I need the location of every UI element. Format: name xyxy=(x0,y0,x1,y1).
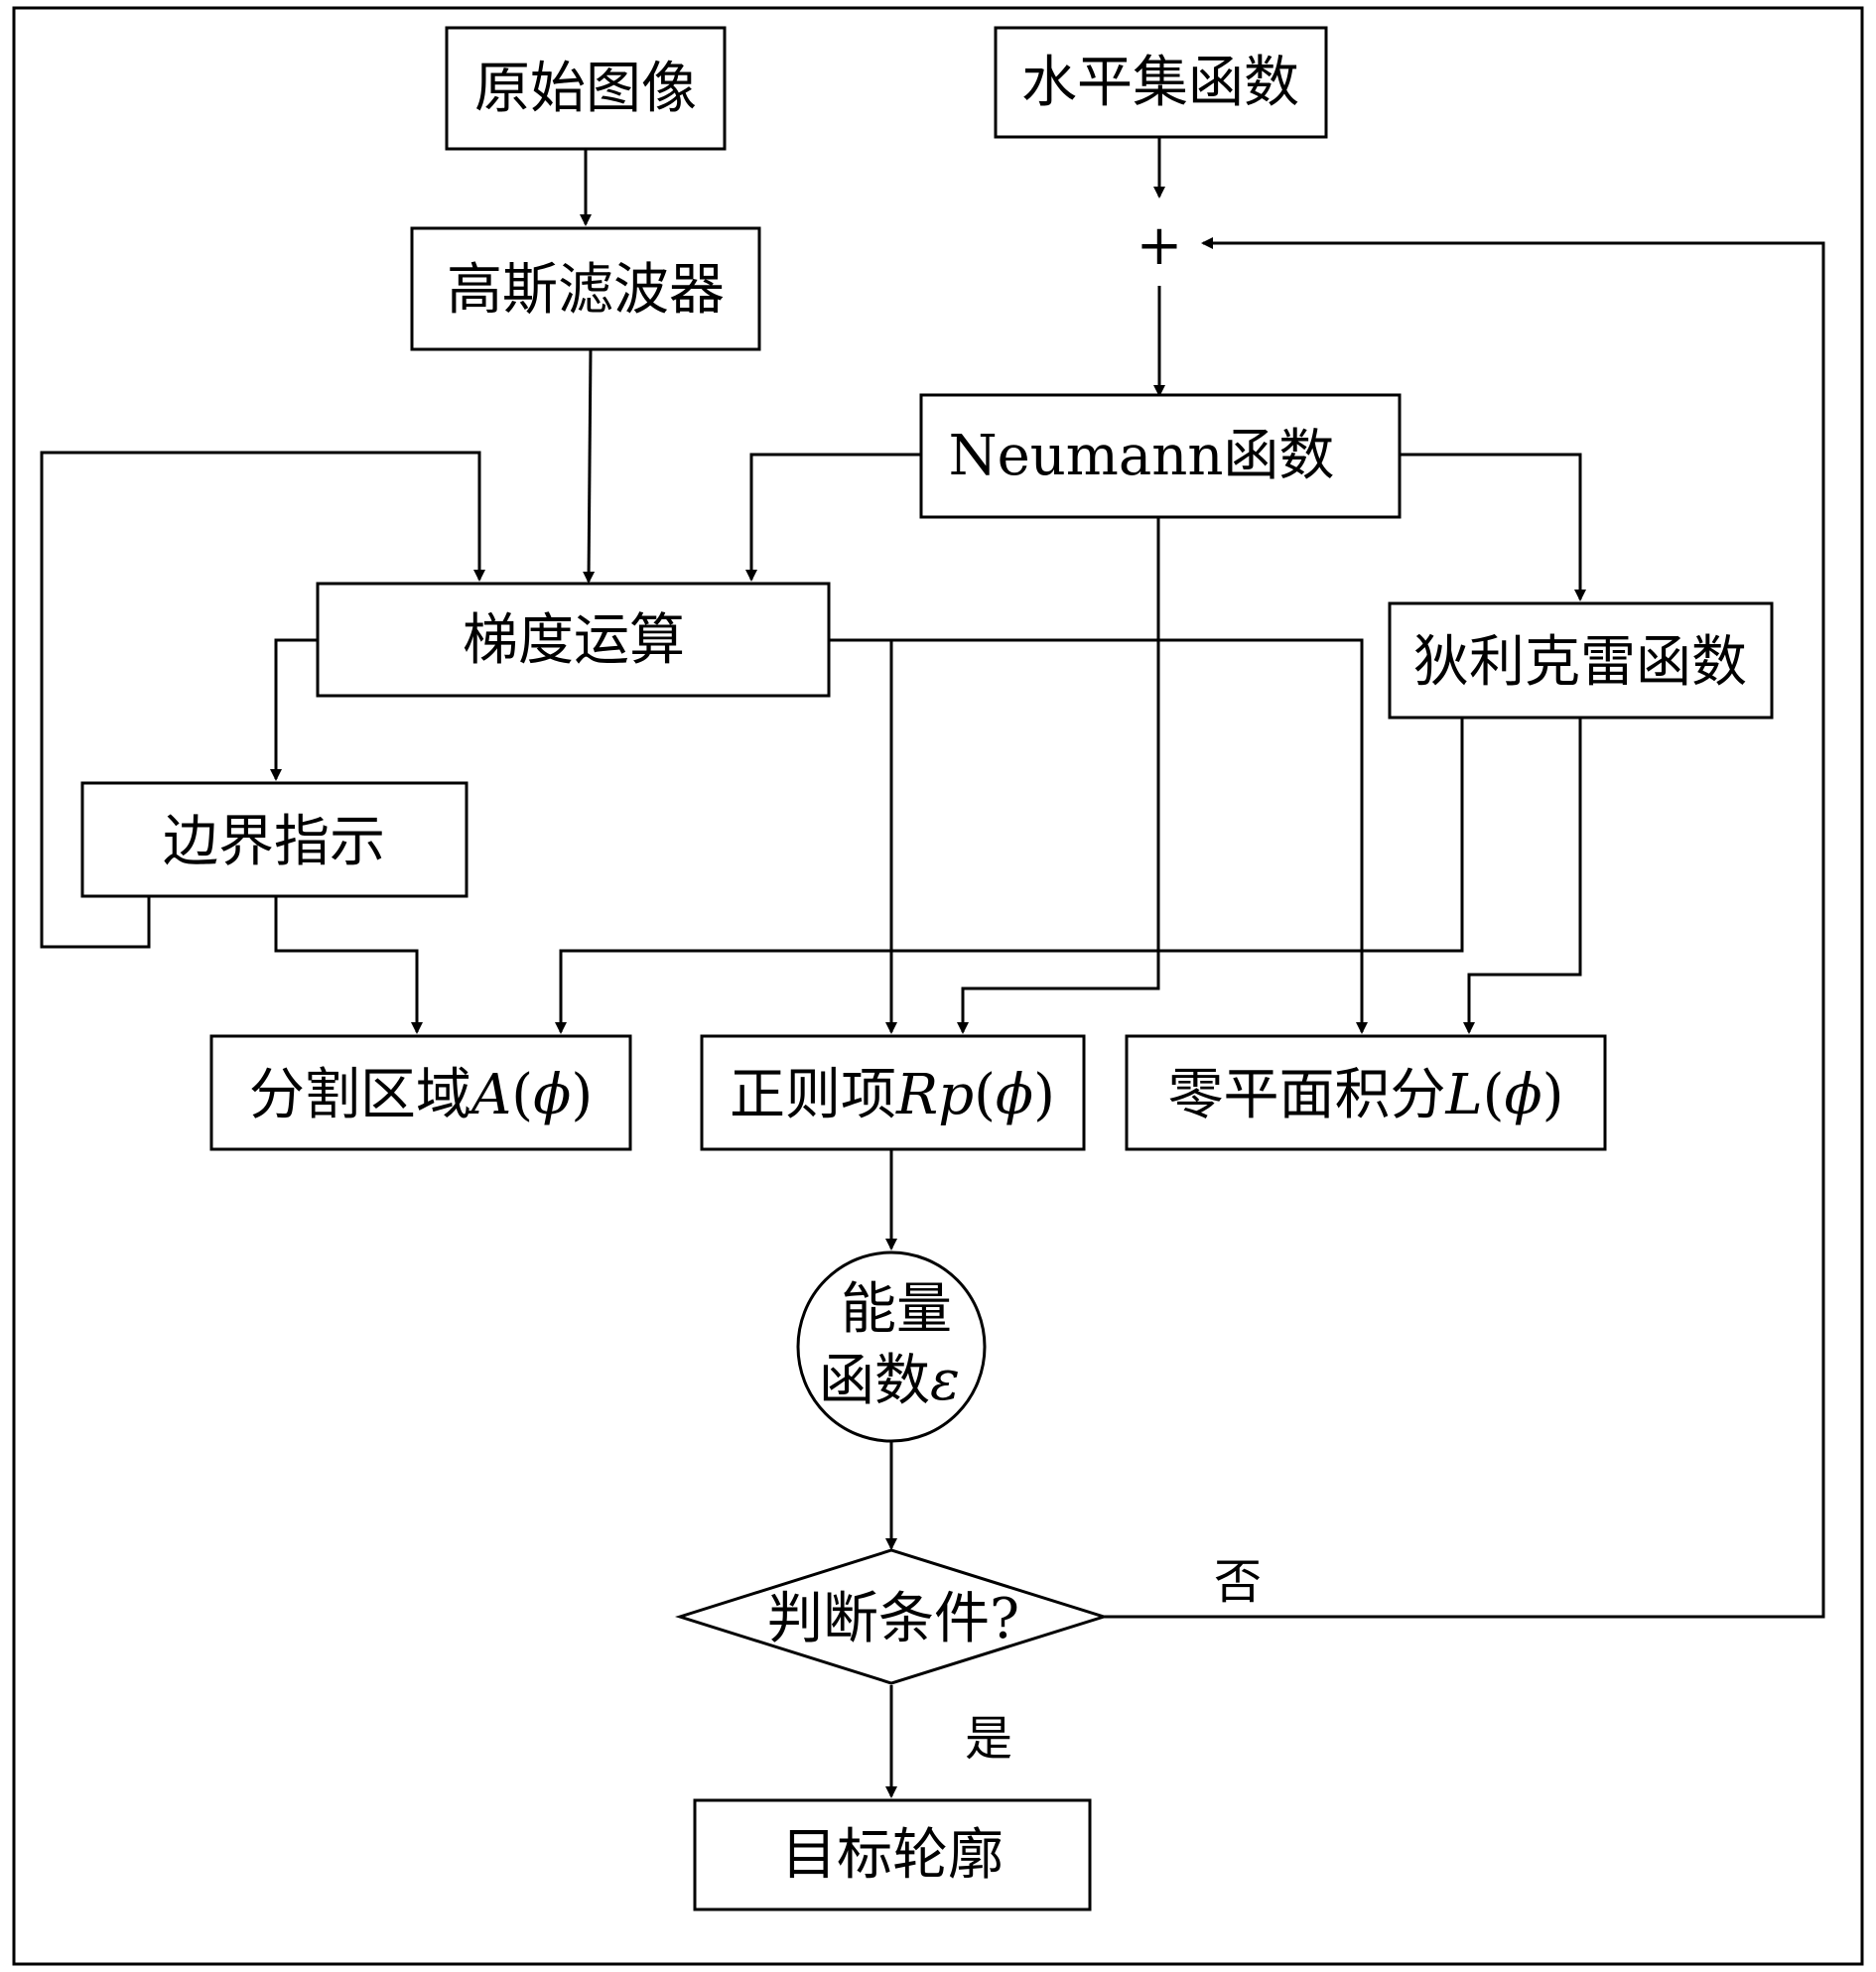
edge-gaussian-to-gradient xyxy=(583,348,596,584)
node-target-label: 目标轮廓 xyxy=(781,1823,1004,1888)
edge-edgeindicator-to-gradient xyxy=(40,451,485,949)
node-regular: 正则项Rp(ϕ) xyxy=(700,1034,1086,1151)
edge-gradient-to-zerolevel xyxy=(891,638,1368,1034)
node-neumann-label: Neumann函数 xyxy=(949,424,1335,488)
node-edge-indicator: 边界指示 xyxy=(80,781,469,898)
edge-label-no: 否 xyxy=(1214,1554,1262,1610)
node-target: 目标轮廓 xyxy=(693,1798,1092,1911)
edge-dirichlet-to-zerolevel xyxy=(1463,718,1582,1034)
node-regular-label: 正则项Rp(ϕ) xyxy=(730,1063,1055,1127)
edges xyxy=(40,137,1825,1798)
node-energy-line1: 能量 xyxy=(841,1277,952,1342)
node-zero-level-label: 零平面积分L(ϕ) xyxy=(1167,1063,1563,1127)
edge-neumann-to-dirichlet xyxy=(1400,453,1586,601)
edge-neumann-to-gradient xyxy=(745,453,921,582)
node-region-label: 分割区域A(ϕ) xyxy=(249,1063,593,1127)
node-energy-line2: 函数ε xyxy=(819,1349,960,1413)
node-plus: + xyxy=(1137,213,1183,278)
node-judge-label: 判断条件? xyxy=(767,1587,1019,1651)
node-plus-label: + xyxy=(1137,213,1183,278)
node-original-image: 原始图像 xyxy=(445,26,727,151)
node-gaussian-label: 高斯滤波器 xyxy=(447,258,725,323)
node-dirichlet-label: 狄利克雷函数 xyxy=(1413,630,1747,695)
node-gradient: 梯度运算 xyxy=(316,582,831,698)
edge-dirichlet-to-region xyxy=(555,718,1464,1034)
node-original-image-label: 原始图像 xyxy=(474,57,697,121)
edge-judge-to-plus xyxy=(1104,237,1825,1619)
node-gaussian: 高斯滤波器 xyxy=(410,226,761,351)
node-region: 分割区域A(ϕ) xyxy=(209,1034,632,1151)
node-dirichlet: 狄利克雷函数 xyxy=(1388,601,1774,720)
node-energy: 能量 函数ε xyxy=(796,1250,987,1443)
edge-neumann-to-regular xyxy=(957,517,1160,1034)
node-gradient-label: 梯度运算 xyxy=(463,608,685,673)
edge-edgeindicator-to-region xyxy=(274,896,423,1034)
node-edge-indicator-label: 边界指示 xyxy=(163,810,385,874)
node-zero-level: 零平面积分L(ϕ) xyxy=(1125,1034,1607,1151)
node-level-set: 水平集函数 xyxy=(994,26,1328,139)
node-neumann: Neumann函数 xyxy=(919,393,1402,519)
edge-gradient-to-edgeindicator xyxy=(270,638,318,781)
outer-frame xyxy=(12,6,1864,1966)
node-judge: 判断条件? xyxy=(675,1548,1110,1685)
node-level-set-label: 水平集函数 xyxy=(1021,51,1299,115)
edge-label-yes: 是 xyxy=(965,1711,1012,1767)
